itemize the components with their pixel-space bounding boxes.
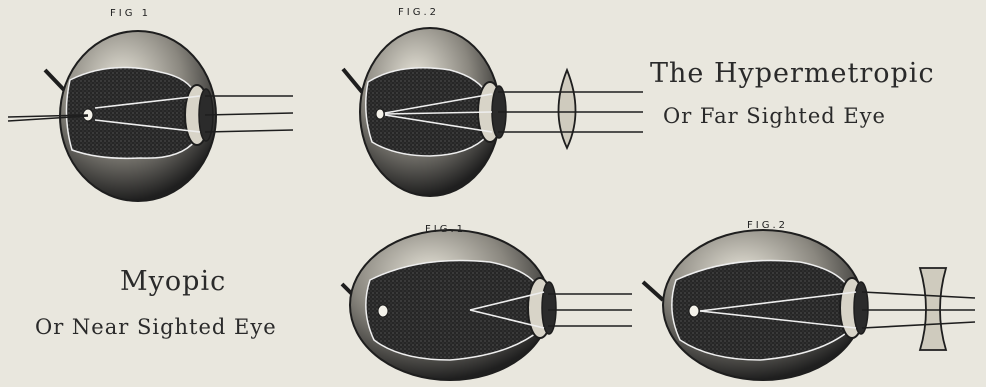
hyperopia-subtitle: Or Far Sighted Eye <box>663 104 886 128</box>
hyperopia-title: The Hypermetropic <box>650 58 935 89</box>
myopia-title: Myopic <box>120 266 226 297</box>
myopia-subtitle: Or Near Sighted Eye <box>35 315 277 339</box>
hyperopia-fig1-label: FIG 1 <box>110 8 151 19</box>
myopia-fig2-lens <box>920 268 946 350</box>
myopia-fig1-label: FIG.1 <box>425 224 466 235</box>
hyperopia-fig2-lens <box>559 70 576 148</box>
myopia-fig2-label: FIG.2 <box>747 220 788 231</box>
hyperopia-fig2-label: FIG.2 <box>398 7 439 18</box>
myopia-fig1-eye <box>342 230 556 380</box>
